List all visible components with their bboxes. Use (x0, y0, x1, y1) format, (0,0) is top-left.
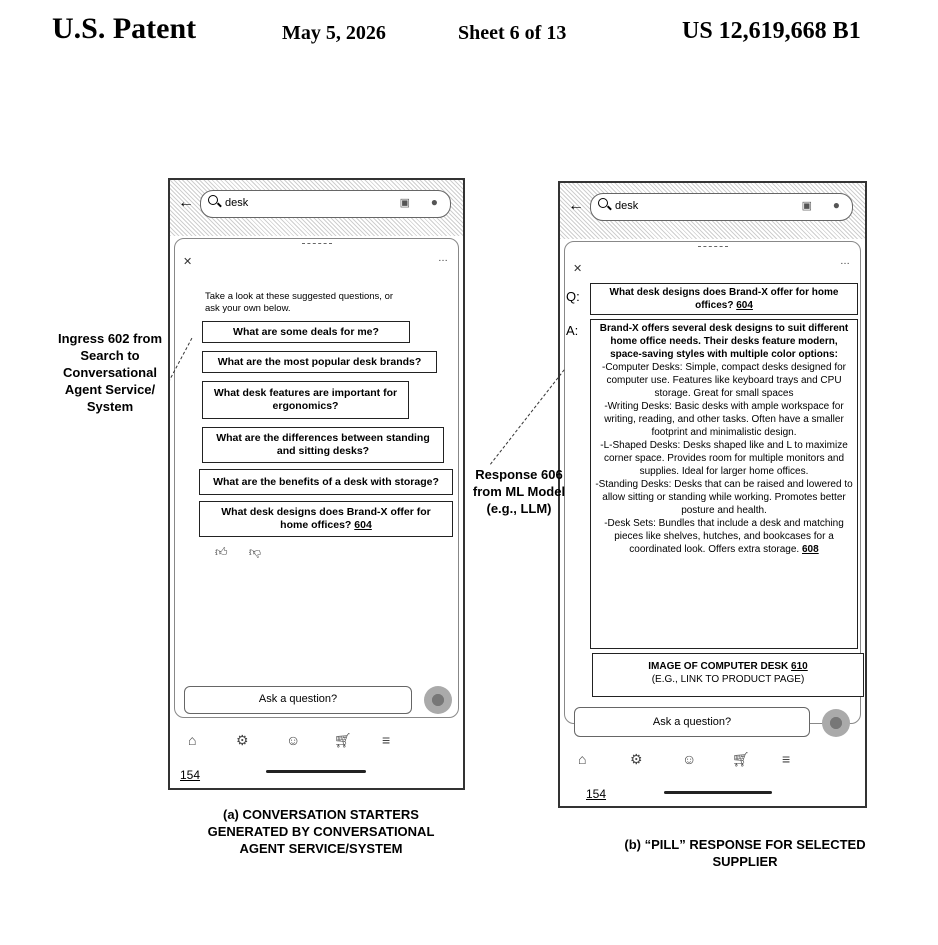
send-icon[interactable] (424, 686, 452, 714)
chat-sheet: ✕ … Take a look at these suggested quest… (174, 238, 459, 718)
search-input[interactable]: desk ▣ ● (200, 190, 451, 218)
reference-154: 154 (586, 787, 607, 801)
thumbs-up-icon[interactable]: 👍︎ (215, 545, 228, 559)
account-icon[interactable]: ☺ (682, 751, 697, 767)
ingress-callout: Ingress 602 from Search to Conversationa… (57, 331, 163, 414)
patent-title: U.S. Patent (52, 12, 197, 45)
pill-question[interactable]: What are the most popular desk brands? (202, 351, 437, 373)
pill-label: What desk designs does Brand-X offer for… (221, 506, 431, 531)
home-icon[interactable]: ⌂ (578, 751, 587, 767)
close-icon[interactable]: ✕ (183, 256, 193, 268)
answer-box: Brand-X offers several desk designs to s… (590, 319, 858, 649)
search-query: desk (225, 197, 249, 209)
pill-ref: 604 (354, 519, 372, 531)
top-bar: ← desk ▣ ● (560, 183, 865, 239)
image-ref: 610 (791, 661, 808, 672)
answer-item: -Standing Desks: Desks that can be raise… (595, 479, 853, 516)
answer-item: -L-Shaped Desks: Desks shaped like and L… (600, 440, 848, 477)
pill-label: What desk features are important for erg… (213, 387, 398, 412)
home-indicator (266, 770, 366, 773)
intro-text: Take a look at these suggested questions… (205, 291, 394, 314)
pill-label: What are some deals for me? (233, 325, 379, 338)
drag-handle[interactable] (301, 243, 332, 247)
top-bar: ← desk ▣ ● (170, 180, 463, 236)
more-icon[interactable]: … (438, 253, 448, 264)
question-ref: 604 (736, 300, 753, 311)
pill-label: What are the most popular desk brands? (217, 355, 422, 368)
pill-question[interactable]: What are the benefits of a desk with sto… (199, 469, 453, 495)
question-text: What desk designs does Brand-X offer for… (609, 287, 839, 311)
cart-icon[interactable]: 🛒︎ (334, 732, 352, 748)
pill-question[interactable]: What desk features are important for erg… (202, 381, 409, 419)
camera-icon[interactable]: ▣ (399, 197, 410, 209)
a-label: A: (566, 323, 579, 338)
cart-icon[interactable]: 🛒︎ (732, 751, 750, 767)
orders-icon[interactable]: ⚙ (630, 751, 643, 767)
search-input[interactable]: desk ▣ ● (590, 193, 853, 221)
pill-label: What are the differences between standin… (216, 432, 430, 457)
image-sub: (E.G., LINK TO PRODUCT PAGE) (651, 674, 805, 685)
menu-icon[interactable]: ≡ (782, 751, 791, 767)
feedback: 👍︎ 👎︎ (215, 545, 279, 560)
pill-label: What are the benefits of a desk with sto… (213, 475, 439, 488)
caption-a: (a) CONVERSATION STARTERS GENERATED BY C… (207, 807, 435, 856)
answer-ref: 608 (802, 544, 819, 555)
answer-item: -Desk Sets: Bundles that include a desk … (604, 518, 844, 555)
pill-question[interactable]: What desk designs does Brand-X offer for… (199, 501, 453, 537)
question-box: What desk designs does Brand-X offer for… (590, 283, 858, 315)
drag-handle[interactable] (697, 246, 728, 250)
orders-icon[interactable]: ⚙ (236, 732, 249, 748)
mic-icon[interactable]: ● (832, 198, 840, 212)
search-query: desk (615, 200, 639, 212)
image-label: IMAGE OF COMPUTER DESK (648, 661, 789, 672)
patent-date: May 5, 2026 (282, 22, 386, 44)
answer-intro: Brand-X offers several desk designs to s… (599, 323, 849, 360)
phone-b: ← desk ▣ ● ✕ … Q: A: What desk designs d… (558, 181, 867, 808)
pill-question[interactable]: What are the differences between standin… (202, 427, 444, 463)
phone-a: ← desk ▣ ● ✕ … Take a look at these sugg… (168, 178, 465, 790)
thumbs-down-icon[interactable]: 👎︎ (248, 545, 262, 559)
home-indicator (664, 791, 772, 794)
answer-item: -Computer Desks: Simple, compact desks d… (602, 362, 846, 399)
account-icon[interactable]: ☺ (286, 732, 301, 748)
camera-icon[interactable]: ▣ (801, 200, 812, 212)
search-icon (208, 195, 218, 205)
product-image-link[interactable]: IMAGE OF COMPUTER DESK 610 (E.G., LINK T… (592, 653, 864, 697)
pill-question[interactable]: What are some deals for me? (202, 321, 410, 343)
back-arrow-icon[interactable]: ← (178, 194, 194, 211)
response-leader (490, 369, 565, 465)
mic-icon[interactable]: ● (430, 195, 438, 209)
home-icon[interactable]: ⌂ (188, 732, 197, 748)
sheet-number: Sheet 6 of 13 (458, 22, 567, 44)
close-icon[interactable]: ✕ (573, 263, 583, 275)
ask-input[interactable]: Ask a question? (184, 686, 412, 714)
more-icon[interactable]: … (840, 256, 850, 267)
menu-icon[interactable]: ≡ (382, 732, 391, 748)
response-callout: Response 606 from ML Model (e.g., LLM) (472, 467, 566, 516)
send-icon[interactable] (822, 709, 850, 737)
q-label: Q: (566, 289, 580, 304)
search-icon (598, 198, 608, 208)
back-arrow-icon[interactable]: ← (568, 197, 584, 214)
reference-154: 154 (180, 768, 201, 782)
patent-number: US 12,619,668 B1 (682, 18, 861, 44)
caption-b: (b) “PILL” RESPONSE FOR SELECTED SUPPLIE… (624, 837, 866, 869)
answer-item: -Writing Desks: Basic desks with ample w… (604, 401, 844, 438)
ask-input[interactable]: Ask a question? (574, 707, 810, 737)
